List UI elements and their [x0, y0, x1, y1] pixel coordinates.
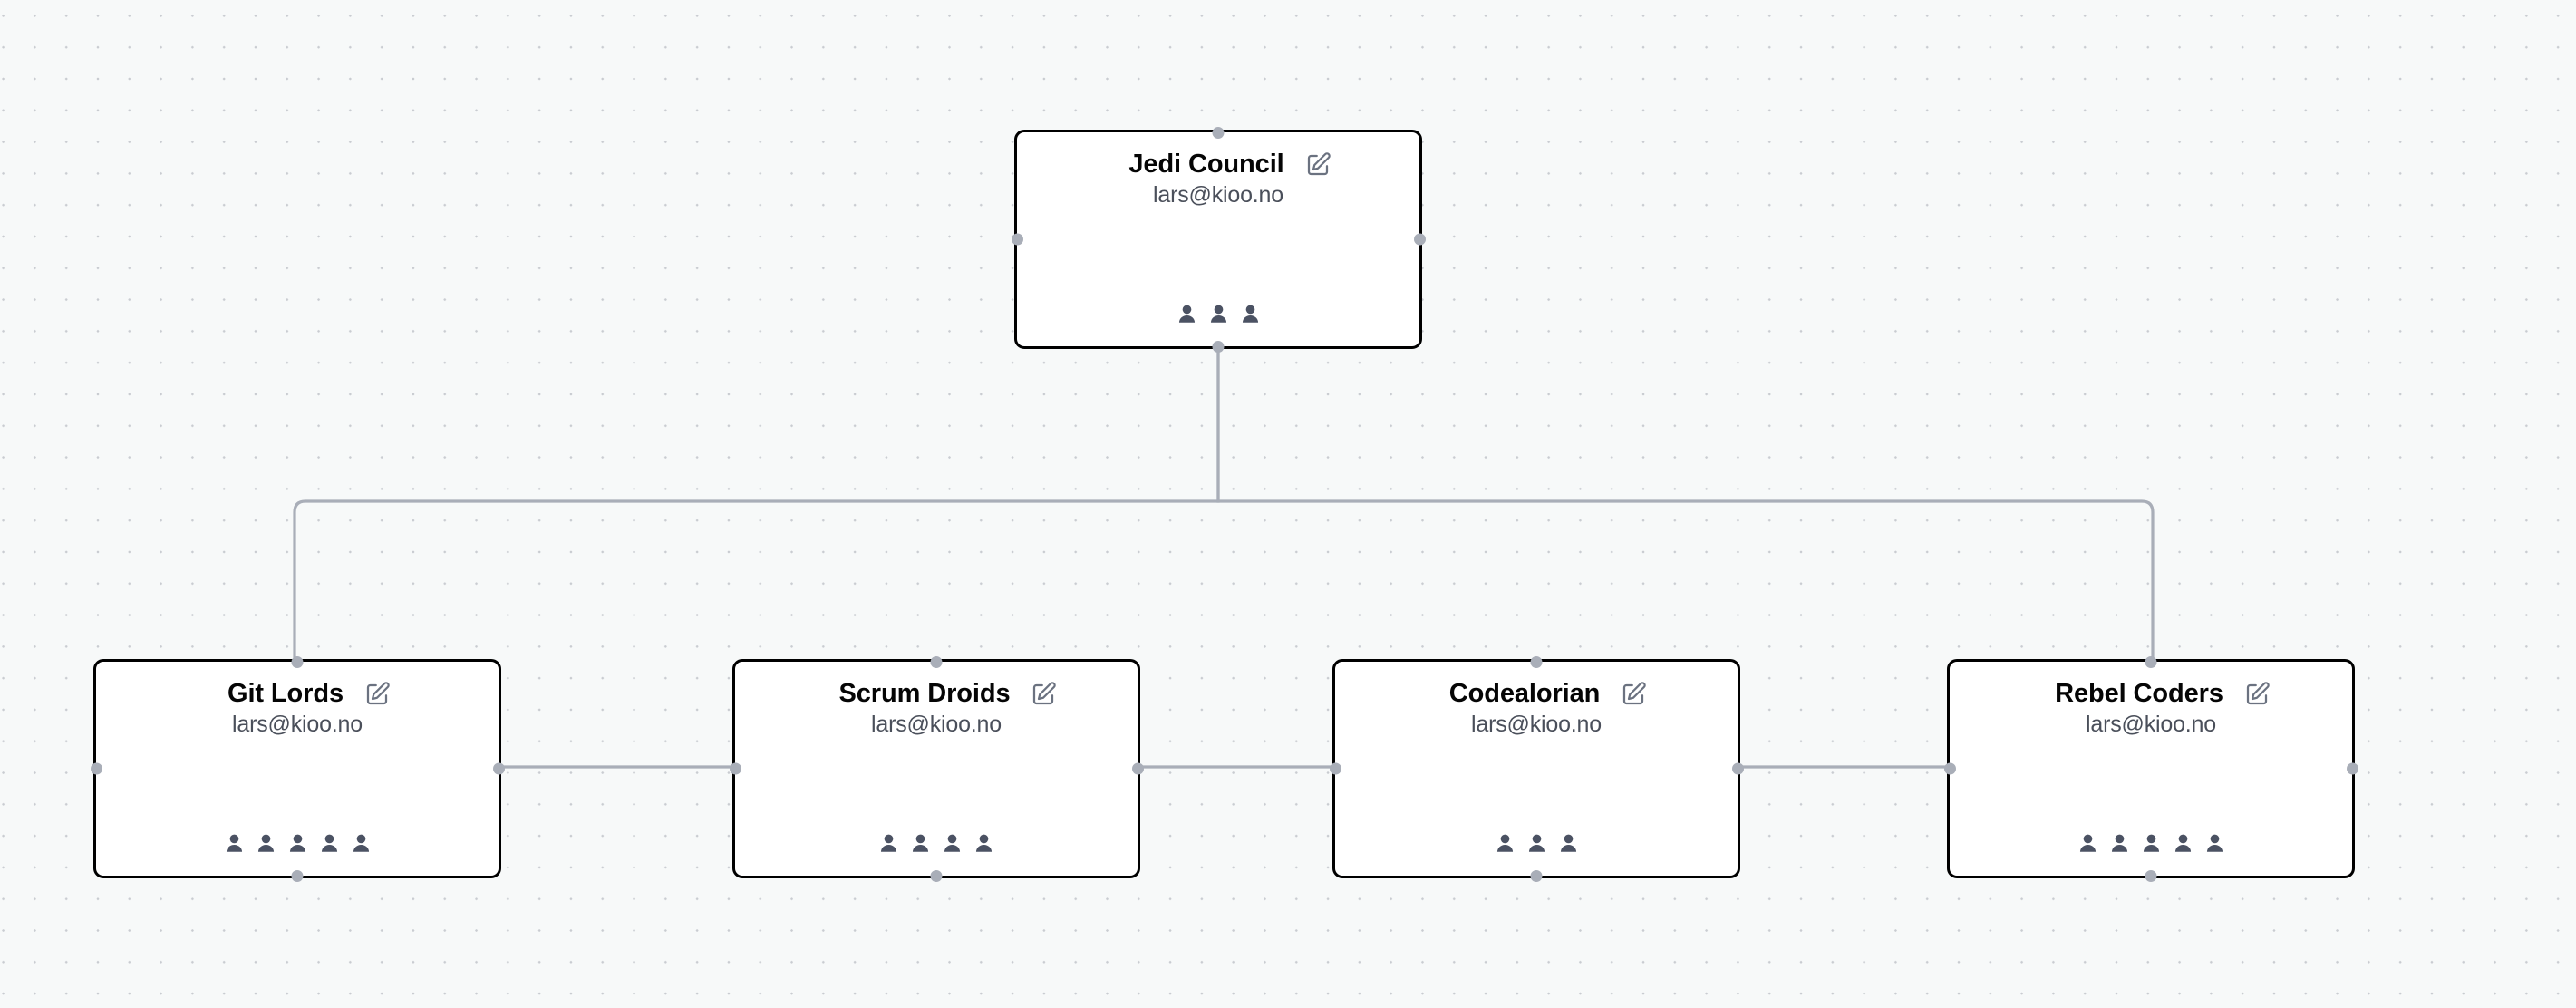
- connection-handle-left[interactable]: [729, 762, 741, 775]
- connection-handle-bottom[interactable]: [1212, 340, 1225, 353]
- connection-handle-right[interactable]: [492, 762, 505, 775]
- node-email: lars@kioo.no: [1471, 712, 1602, 737]
- person-icon: [972, 832, 996, 857]
- edge-jedi-council-to-git-lords: [293, 347, 1220, 661]
- person-icon: [349, 832, 373, 857]
- member-avatars: [1335, 832, 1738, 857]
- person-icon: [254, 832, 278, 857]
- node-header: Jedi Council: [1017, 150, 1419, 179]
- node-header: Codealorian: [1335, 679, 1738, 709]
- person-icon: [1238, 303, 1263, 327]
- person-icon: [1525, 832, 1549, 857]
- connection-handle-top[interactable]: [1212, 126, 1225, 139]
- node-git-lords[interactable]: Git Lords lars@kioo.no: [90, 655, 505, 882]
- edit-icon[interactable]: [2243, 681, 2271, 708]
- person-icon: [2076, 832, 2100, 857]
- member-avatars: [1017, 303, 1419, 327]
- node-header: Scrum Droids: [735, 679, 1138, 709]
- connection-handle-top[interactable]: [291, 655, 304, 668]
- person-icon: [1493, 832, 1517, 857]
- connection-handle-bottom[interactable]: [2145, 869, 2157, 882]
- connection-handle-bottom[interactable]: [291, 869, 304, 882]
- person-icon: [2139, 832, 2164, 857]
- person-icon: [940, 832, 964, 857]
- person-icon: [222, 832, 247, 857]
- connection-handle-right[interactable]: [2346, 762, 2358, 775]
- connection-handle-top[interactable]: [1530, 655, 1543, 668]
- person-icon: [908, 832, 933, 857]
- connection-handle-bottom[interactable]: [1530, 869, 1543, 882]
- person-icon: [1175, 303, 1199, 327]
- person-icon: [2203, 832, 2227, 857]
- node-title: Scrum Droids: [838, 679, 1011, 708]
- member-avatars: [735, 832, 1138, 857]
- member-avatars: [96, 832, 499, 857]
- node-codealorian[interactable]: Codealorian lars@kioo.no: [1329, 655, 1744, 882]
- person-icon: [1206, 303, 1231, 327]
- node-email: lars@kioo.no: [871, 712, 1002, 737]
- node-rebel-coders[interactable]: Rebel Coders lars@kioo.no: [1943, 655, 2358, 882]
- connection-handle-left[interactable]: [1943, 762, 1956, 775]
- edit-icon[interactable]: [1620, 681, 1647, 708]
- node-scrum-droids[interactable]: Scrum Droids lars@kioo.no: [729, 655, 1144, 882]
- connection-handle-bottom[interactable]: [930, 869, 943, 882]
- node-email: lars@kioo.no: [2086, 712, 2216, 737]
- edit-icon[interactable]: [1304, 151, 1332, 179]
- person-icon: [2171, 832, 2195, 857]
- member-avatars: [1950, 832, 2352, 857]
- person-icon: [2107, 832, 2132, 857]
- connection-handle-left[interactable]: [1011, 233, 1023, 246]
- edge-jedi-council-to-rebel-coders: [1216, 347, 2155, 661]
- node-title: Rebel Coders: [2055, 679, 2223, 708]
- connection-handle-top[interactable]: [2145, 655, 2157, 668]
- person-icon: [317, 832, 342, 857]
- connection-handle-right[interactable]: [1131, 762, 1144, 775]
- node-title: Jedi Council: [1128, 150, 1284, 179]
- node-jedi-council[interactable]: Jedi Council lars@kioo.no: [1011, 126, 1426, 353]
- node-email: lars@kioo.no: [1153, 182, 1283, 208]
- person-icon: [286, 832, 310, 857]
- connection-handle-left[interactable]: [1329, 762, 1341, 775]
- person-icon: [876, 832, 901, 857]
- connection-handle-top[interactable]: [930, 655, 943, 668]
- edit-icon[interactable]: [363, 681, 391, 708]
- node-title: Git Lords: [228, 679, 344, 708]
- connection-handle-left[interactable]: [90, 762, 102, 775]
- connection-handle-right[interactable]: [1731, 762, 1744, 775]
- node-email: lars@kioo.no: [232, 712, 363, 737]
- edit-icon[interactable]: [1030, 681, 1057, 708]
- node-header: Rebel Coders: [1950, 679, 2352, 709]
- person-icon: [1556, 832, 1581, 857]
- connection-handle-right[interactable]: [1413, 233, 1426, 246]
- node-title: Codealorian: [1448, 679, 1601, 708]
- node-header: Git Lords: [96, 679, 499, 709]
